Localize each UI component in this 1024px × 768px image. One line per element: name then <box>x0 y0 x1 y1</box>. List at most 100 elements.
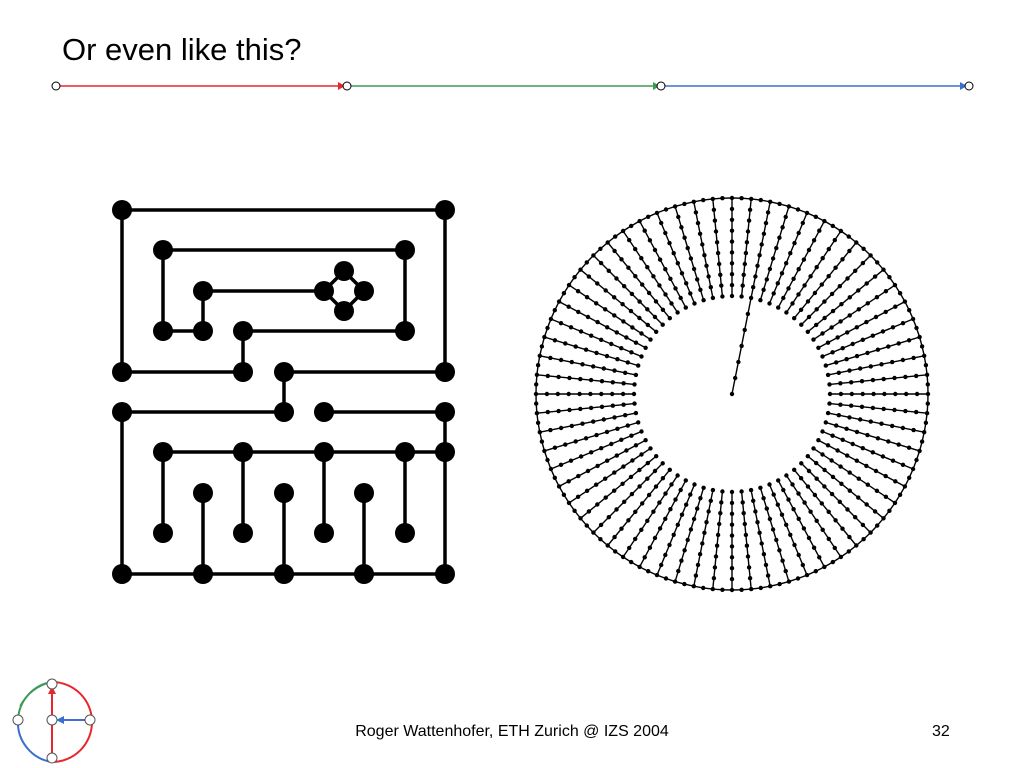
ring-node <box>887 508 892 513</box>
ring-node <box>917 448 922 454</box>
ring-node <box>688 492 693 497</box>
ring-node <box>838 319 843 324</box>
ring-node <box>580 362 585 367</box>
ring-node <box>630 458 635 463</box>
ring-edge <box>592 254 664 326</box>
ring-node <box>698 287 703 292</box>
ring-node <box>535 363 541 368</box>
ring-node <box>620 481 625 486</box>
ring-node <box>609 441 614 447</box>
ring-node <box>845 330 850 335</box>
ring-node <box>624 335 629 340</box>
ring-node <box>610 403 615 408</box>
ring-node <box>704 263 709 268</box>
ring-node <box>629 433 634 438</box>
divider-node <box>342 81 352 91</box>
ring-node <box>639 331 644 336</box>
ring-node <box>706 274 711 279</box>
ring-node <box>692 482 697 487</box>
ring-node <box>811 238 817 243</box>
ring-node <box>875 436 881 441</box>
ring-node <box>795 207 801 212</box>
node <box>354 564 374 584</box>
ring-node <box>914 325 919 331</box>
ring-node <box>637 564 642 570</box>
ring-node <box>702 253 707 258</box>
ring-node <box>886 439 891 444</box>
ring-node <box>604 353 610 359</box>
ring-edge <box>777 480 826 568</box>
ring-node <box>892 282 898 288</box>
ring-node <box>812 290 818 296</box>
ring-node <box>813 214 818 219</box>
ring-node <box>612 295 617 300</box>
ring-node <box>548 355 553 361</box>
ring-node <box>672 204 678 209</box>
ring-node <box>679 512 685 517</box>
ring-node <box>806 247 812 253</box>
ring-node <box>792 240 797 246</box>
ring-node <box>632 382 637 387</box>
ring-node <box>742 521 747 527</box>
ring-node <box>846 549 851 554</box>
ring-node <box>906 338 912 343</box>
ring-node <box>755 520 760 525</box>
ring-node <box>573 439 578 444</box>
ring-node <box>663 576 669 581</box>
ring-node <box>811 545 817 550</box>
ring-node <box>578 329 584 334</box>
ring-node <box>605 458 610 463</box>
ring-node <box>619 437 624 442</box>
ring-node <box>896 442 901 447</box>
ring-node <box>763 562 769 568</box>
ring-node <box>673 286 678 291</box>
ring-node <box>883 309 888 315</box>
ring-node <box>545 457 550 463</box>
ring-node <box>615 357 620 362</box>
ring-node <box>757 530 762 535</box>
ring-node <box>833 265 838 270</box>
ring-node <box>580 421 585 426</box>
ring-node <box>749 196 754 202</box>
ring-node <box>875 260 880 265</box>
ring-node <box>864 463 869 469</box>
ring-node <box>748 295 754 301</box>
ring-node <box>758 485 763 490</box>
ring-node <box>729 533 735 538</box>
ring-node <box>667 467 672 472</box>
ring-node <box>743 250 749 256</box>
ring-node <box>537 430 542 435</box>
ring-node <box>720 587 725 592</box>
ring-node <box>834 360 839 365</box>
node <box>435 442 455 462</box>
ring-node <box>771 291 776 296</box>
node <box>233 442 253 462</box>
arrowhead-red-icon <box>338 82 345 90</box>
ring-node <box>847 295 852 300</box>
ring-node <box>613 234 618 239</box>
ring-node <box>729 511 735 516</box>
ring-node <box>875 347 881 352</box>
ring-node <box>814 518 819 523</box>
ring-node <box>653 484 659 489</box>
ring-node <box>749 586 754 592</box>
ring-node <box>845 276 850 281</box>
ring-node <box>603 307 608 312</box>
ring-node <box>599 391 604 397</box>
ring-node <box>637 218 642 224</box>
ring-edge <box>822 318 914 358</box>
ring-node <box>806 535 812 541</box>
ring-node <box>746 565 752 570</box>
ring-node <box>633 372 639 378</box>
ring-node <box>781 295 786 301</box>
ring-node <box>753 509 758 514</box>
ring-node <box>790 301 795 306</box>
ring-node <box>702 530 707 535</box>
ring-node <box>864 319 869 325</box>
ring-node <box>881 376 886 382</box>
ring-edge <box>568 284 651 341</box>
ring-node <box>633 246 638 252</box>
ring-node <box>645 265 650 270</box>
ring-node <box>860 446 865 451</box>
